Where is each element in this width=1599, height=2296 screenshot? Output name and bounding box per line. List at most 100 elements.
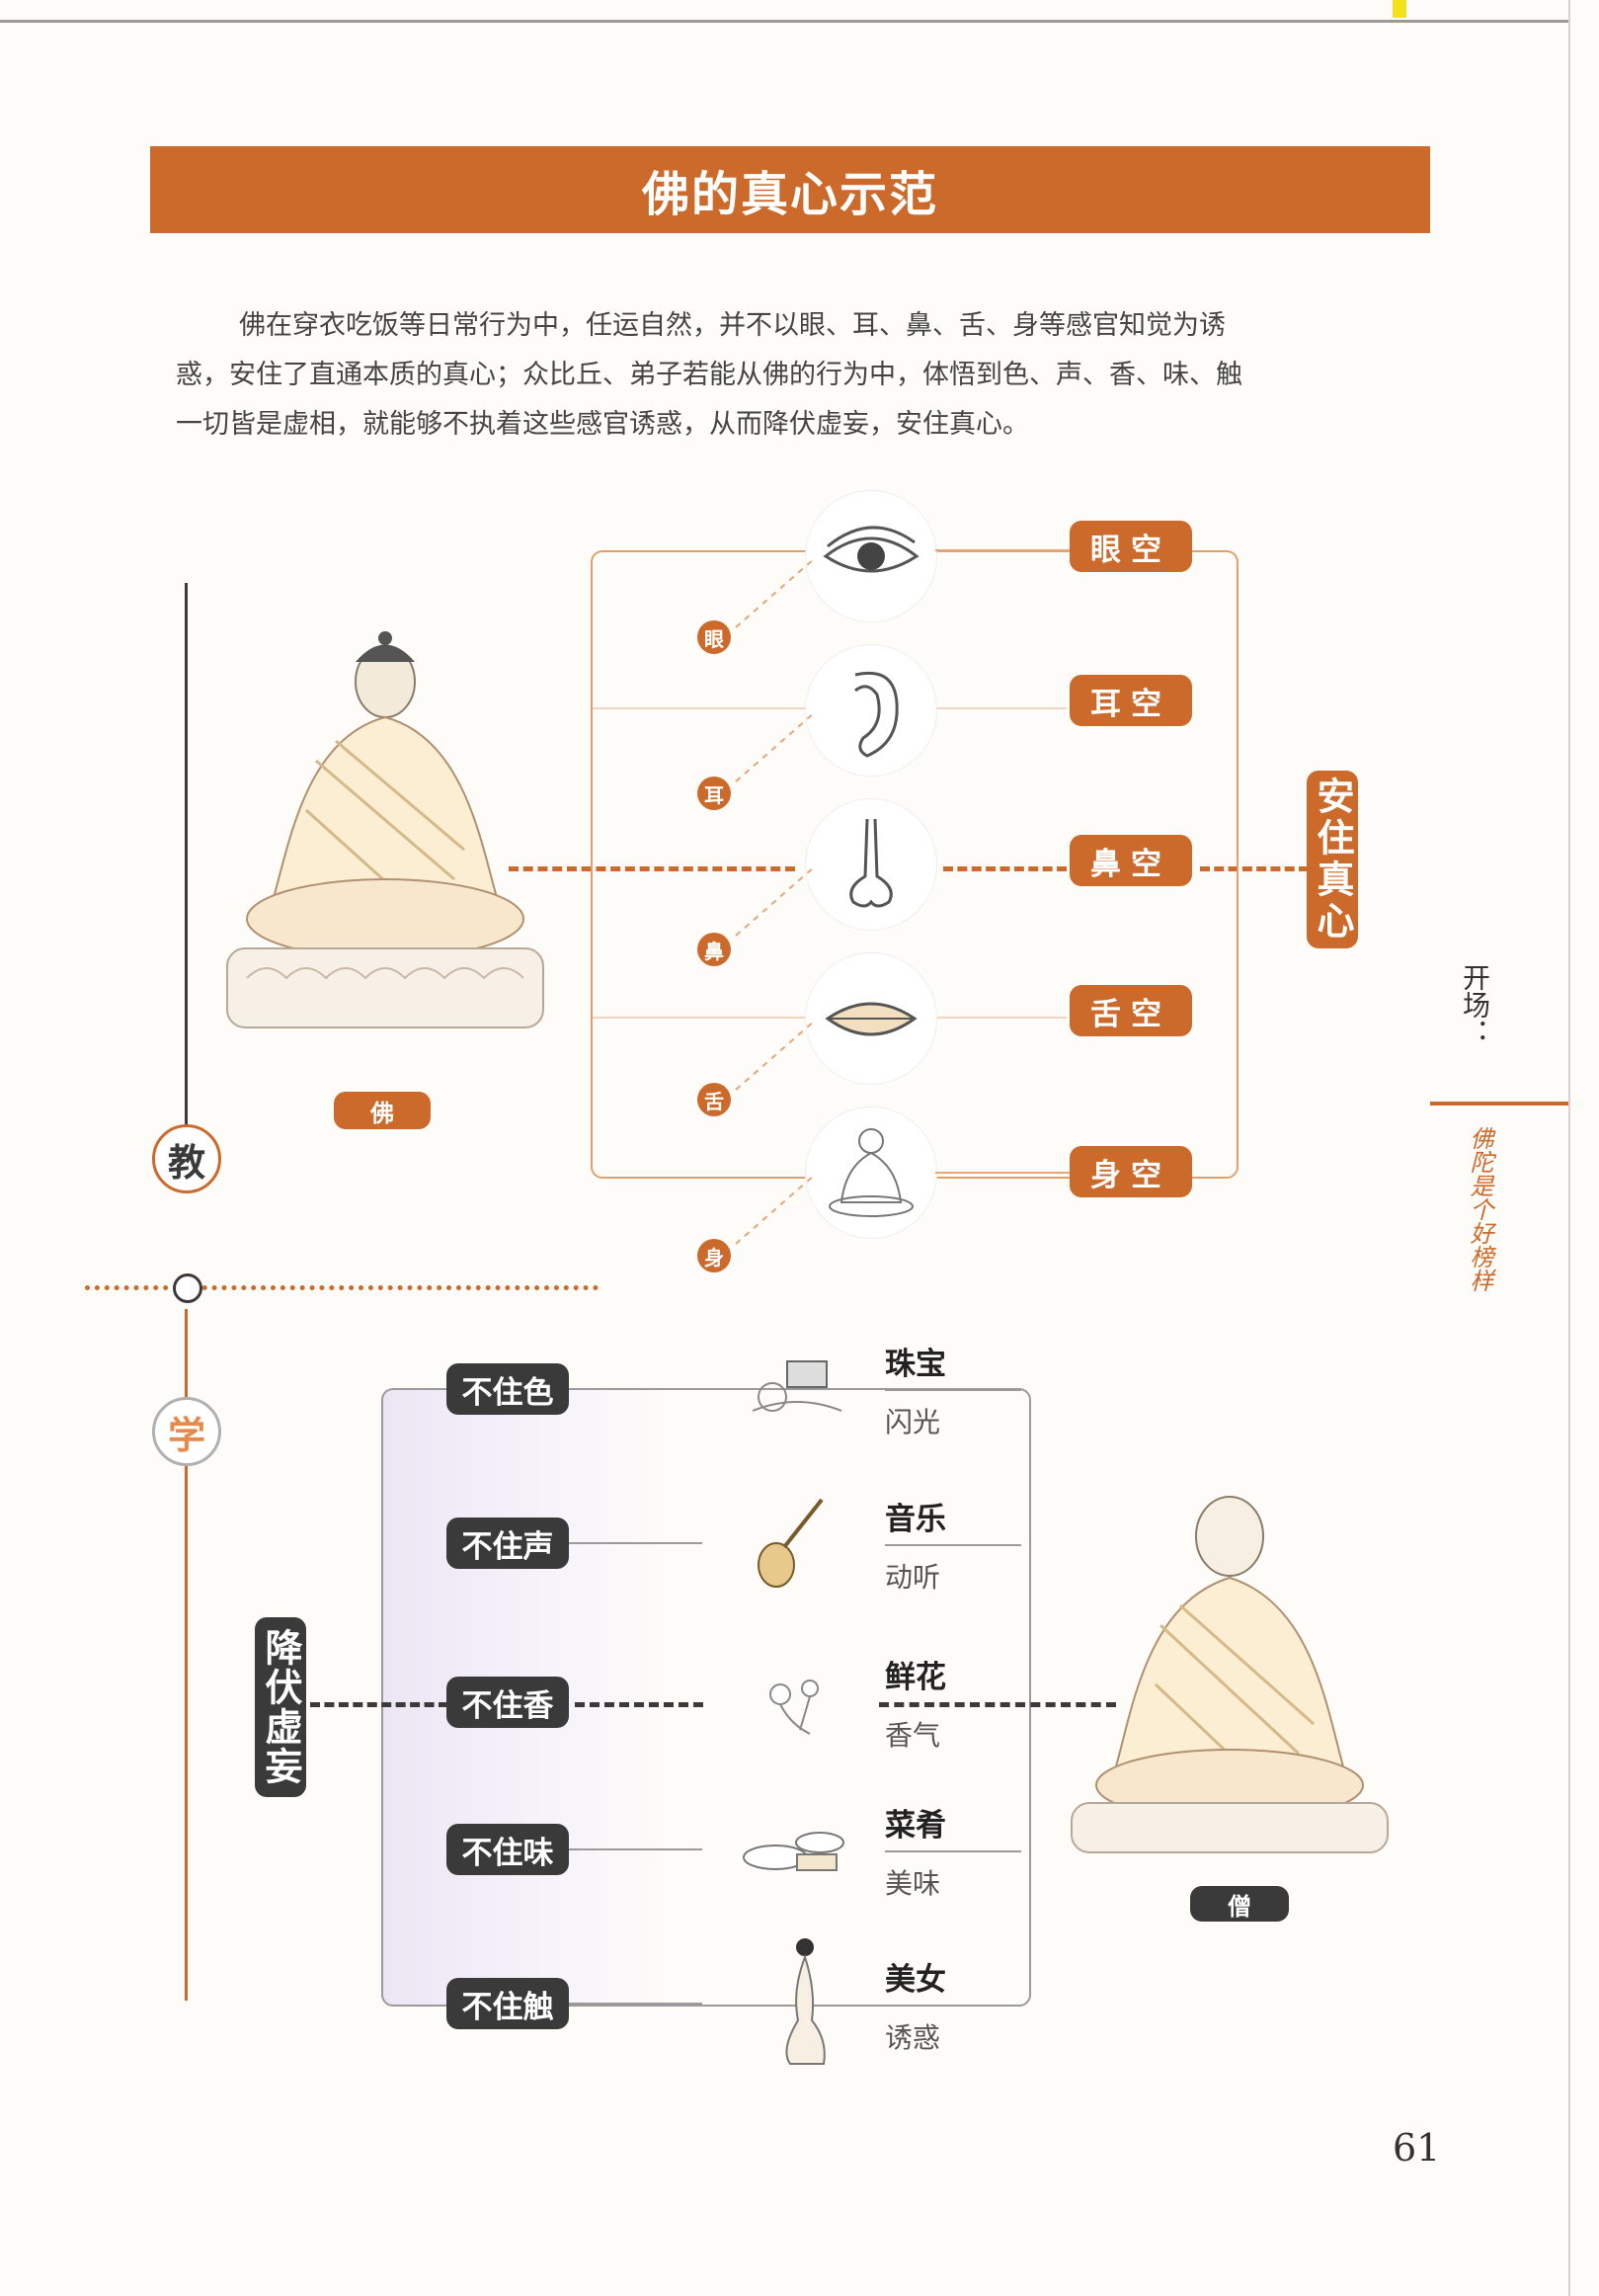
non-abiding-label: 不住声	[461, 1528, 554, 1565]
sense-connector	[731, 1016, 820, 1095]
teach-flow-dash	[509, 866, 795, 871]
non-abiding-form-pill: 不住色	[446, 1363, 569, 1415]
object-title: 菜肴	[885, 1808, 946, 1844]
body-empty-pill: 身空	[1070, 1146, 1192, 1197]
non-abiding-smell-pill: 不住香	[446, 1677, 569, 1728]
settle-true-mind-text: 安住真心	[1311, 777, 1354, 943]
ear-icon	[805, 644, 937, 777]
object-sub: 动听	[885, 1561, 941, 1594]
timeline-lower	[185, 1309, 188, 2001]
intro-line: 惑，安住了直通本质的真心；众比丘、弟子若能从佛的行为中，体悟到色、声、香、味、触	[176, 360, 1242, 390]
eye-icon	[805, 490, 937, 622]
sense-label-text: 舌	[704, 1089, 724, 1113]
sense-label-text: 身	[704, 1245, 724, 1270]
page-title: 佛的真心示范	[641, 167, 938, 222]
sense-label-eye: 眼	[697, 620, 731, 654]
non-abiding-label: 不住色	[461, 1374, 554, 1411]
object-sub: 美味	[885, 1867, 941, 1900]
pill-connector	[569, 1542, 702, 1544]
pill-connector	[569, 2003, 702, 2005]
sense-label-body: 身	[697, 1239, 731, 1272]
teach-ring: 教	[152, 1124, 221, 1193]
object-divider	[885, 1544, 1021, 1546]
non-abiding-label: 不住触	[461, 1989, 554, 2025]
divider-node	[173, 1273, 202, 1303]
non-abiding-label: 不住味	[461, 1835, 554, 1871]
sense-connector	[731, 707, 820, 786]
object-sub: 诱惑	[885, 2021, 941, 2054]
object-flower: 鲜花 香气	[885, 1652, 1023, 1754]
sense-label-nose: 鼻	[697, 933, 731, 966]
buddha-label-text: 佛	[370, 1099, 394, 1127]
empty-connector	[935, 1172, 1070, 1174]
sense-connector	[731, 553, 820, 632]
object-jewelry: 珠宝 闪光	[885, 1339, 1023, 1440]
teach-flow-dash	[1200, 866, 1309, 871]
teach-flow-dash	[943, 866, 1067, 871]
object-title: 美女	[885, 1962, 946, 1998]
side-tab: 开场：	[1452, 963, 1499, 1046]
side-tab-subtitle-wrap: 佛陀是个好榜样	[1456, 1126, 1495, 1292]
ear-empty-label: 耳空	[1090, 686, 1171, 722]
sense-connector	[731, 861, 820, 941]
monk-figure	[1062, 1487, 1398, 1867]
sense-label-text: 耳	[704, 782, 724, 807]
non-abiding-touch-pill: 不住触	[446, 1978, 569, 2029]
side-tab-subtitle: 佛陀是个好榜样	[1466, 1126, 1493, 1292]
buddha-figure	[207, 622, 563, 1047]
side-tab-rule	[1430, 1102, 1568, 1106]
object-woman: 美女 诱惑	[885, 1954, 1023, 2056]
dishes-icon	[736, 1813, 854, 1882]
pill-connector	[569, 1848, 702, 1850]
object-title: 珠宝	[885, 1347, 946, 1382]
nose-empty-label: 鼻空	[1090, 846, 1171, 882]
tongue-empty-pill: 舌空	[1070, 985, 1192, 1036]
empty-connector	[935, 549, 1070, 551]
object-sub: 香气	[885, 1719, 941, 1752]
non-abiding-label: 不住香	[461, 1687, 554, 1724]
intro-paragraph: 佛在穿衣吃饭等日常行为中，任运自然，并不以眼、耳、鼻、舌、身等感官知觉为诱 惑，…	[176, 301, 1361, 450]
sense-label-text: 鼻	[704, 939, 724, 963]
object-divider	[885, 1389, 1021, 1391]
section-divider	[85, 1285, 599, 1290]
timeline-upper	[185, 583, 188, 1131]
nose-icon	[805, 798, 937, 931]
learn-ring: 学	[152, 1397, 221, 1466]
object-title: 音乐	[885, 1502, 946, 1537]
object-divider	[885, 2005, 1021, 2007]
jewelry-icon	[743, 1353, 851, 1423]
monk-label: 僧	[1190, 1886, 1289, 1922]
pill-connector	[569, 1388, 702, 1390]
tongue-empty-label: 舌空	[1090, 996, 1171, 1032]
object-title: 鲜花	[885, 1660, 946, 1695]
intro-line: 佛在穿衣吃饭等日常行为中，任运自然，并不以眼、耳、鼻、舌、身等感官知觉为诱	[239, 310, 1226, 341]
object-music: 音乐 动听	[885, 1494, 1023, 1596]
object-sub: 闪光	[885, 1406, 941, 1438]
body-empty-label: 身空	[1090, 1157, 1171, 1193]
page-marker	[1393, 0, 1406, 18]
buddha-label: 佛	[334, 1092, 431, 1129]
meditating-body-icon	[805, 1107, 937, 1239]
sense-label-tongue: 舌	[697, 1083, 731, 1116]
page-title-bar: 佛的真心示范	[150, 146, 1430, 233]
non-abiding-sound-pill: 不住声	[446, 1517, 569, 1569]
pipa-icon	[751, 1492, 830, 1591]
flower-icon	[751, 1665, 839, 1744]
ear-empty-pill: 耳空	[1070, 675, 1192, 726]
eye-empty-label: 眼空	[1090, 532, 1171, 568]
page-number: 61	[1393, 2126, 1441, 2170]
subdue-delusion-text: 降伏虚妄	[259, 1628, 302, 1786]
monk-label-text: 僧	[1228, 1892, 1251, 1921]
object-divider	[885, 1702, 1021, 1704]
settle-true-mind-label: 安住真心	[1307, 771, 1358, 948]
learn-flow-dash	[575, 1702, 703, 1707]
learn-flow-dash	[310, 1702, 448, 1707]
sense-connector	[731, 1170, 820, 1249]
woman-icon	[770, 1931, 839, 2070]
eye-empty-pill: 眼空	[1070, 521, 1192, 572]
side-tab-chapter: 开场：	[1459, 963, 1491, 1046]
intro-line: 一切皆是虚相，就能够不执着这些感官诱惑，从而降伏虚妄，安住真心。	[176, 409, 1029, 440]
mouth-icon	[805, 952, 937, 1085]
page-edge	[1568, 0, 1570, 2296]
top-rule	[0, 20, 1570, 23]
